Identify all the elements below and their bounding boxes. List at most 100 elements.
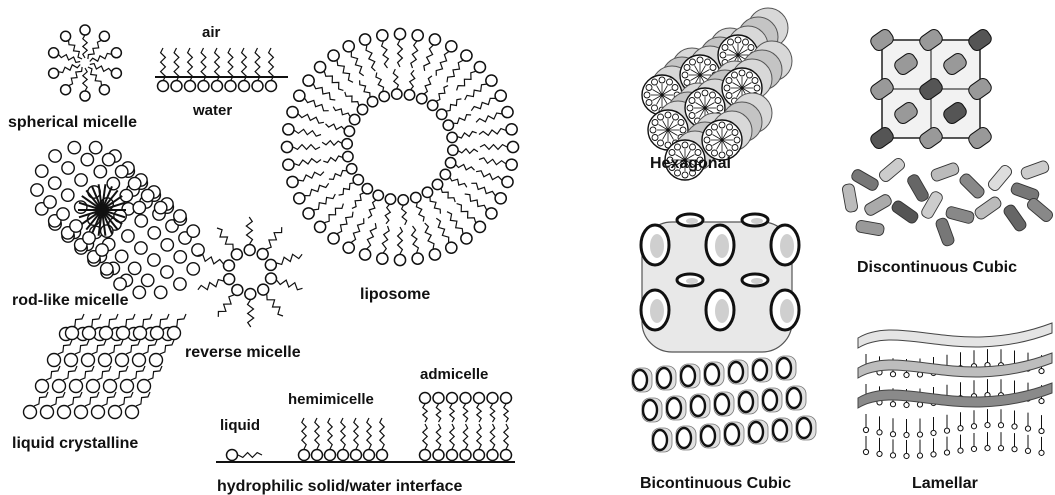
lipid-head xyxy=(474,393,485,404)
lipid-head xyxy=(138,380,151,393)
lipid-head xyxy=(506,124,517,135)
tube-opening xyxy=(677,428,691,448)
lipid-tail xyxy=(453,115,471,124)
lipid-head xyxy=(325,450,336,461)
lipid-head xyxy=(998,446,1003,451)
lipid-head xyxy=(266,273,277,284)
lipid-head xyxy=(985,423,990,428)
label-discontinuous-cubic: Discontinuous Cubic xyxy=(857,259,1017,276)
lipid-tail xyxy=(360,80,370,97)
lipid-tail xyxy=(376,73,384,92)
tube-opening xyxy=(797,418,811,438)
lipid-head xyxy=(448,145,458,155)
lipid-tail xyxy=(477,404,481,422)
lipid-head xyxy=(294,90,305,101)
lipid-head xyxy=(474,61,485,72)
spherical-micelle-drawing xyxy=(49,25,122,101)
lipid-head xyxy=(501,393,512,404)
lipid-tail xyxy=(382,226,389,253)
lipid-head xyxy=(445,158,455,168)
lipid-tail xyxy=(143,340,157,354)
lipid-head xyxy=(904,453,909,458)
lipid-tail xyxy=(368,200,376,218)
liquid-crystalline-drawing xyxy=(24,314,187,419)
lipid-tail xyxy=(85,392,99,406)
lipid-tail xyxy=(351,52,363,76)
lipid-tail xyxy=(109,340,123,354)
lipid-tail xyxy=(83,35,87,58)
lipid-head xyxy=(342,139,352,149)
lipid-tail xyxy=(217,228,233,250)
label-spherical-micelle: spherical micelle xyxy=(8,114,137,131)
lipid-head xyxy=(486,75,497,86)
lipid-head xyxy=(682,142,688,148)
lipid-head xyxy=(1012,424,1017,429)
lipid-tail xyxy=(305,183,329,195)
lipid-tail xyxy=(424,76,432,94)
lipid-tail xyxy=(366,45,375,71)
lipid-head xyxy=(1039,450,1044,455)
lipid-tail xyxy=(329,171,347,180)
lipid-head xyxy=(658,114,664,120)
bilayer-sheet xyxy=(858,353,1052,378)
lipid-head xyxy=(49,150,61,162)
lipid-tail xyxy=(354,418,358,449)
lipid-tail xyxy=(341,418,345,449)
lipid-tail xyxy=(380,418,384,449)
micelle-rod xyxy=(1025,196,1054,223)
tube-opening xyxy=(667,398,681,418)
lipid-head xyxy=(1039,368,1044,373)
lipid-head xyxy=(257,249,268,260)
lipid-tail xyxy=(476,113,502,122)
lipid-head xyxy=(115,250,127,262)
lipid-head xyxy=(650,127,656,133)
tube-opening xyxy=(643,400,657,420)
label-lamellar: Lamellar xyxy=(912,475,978,492)
lipid-head xyxy=(863,449,868,454)
lipid-tail xyxy=(450,424,454,449)
lipid-tail xyxy=(46,366,60,380)
lipid-head xyxy=(739,70,745,76)
lipid-head xyxy=(134,327,147,340)
lipid-head xyxy=(364,450,375,461)
lipid-head xyxy=(198,81,209,92)
label-air: air xyxy=(202,24,221,41)
lipid-tail xyxy=(114,366,128,380)
lipid-head xyxy=(722,45,728,51)
lipid-head xyxy=(502,106,513,117)
lipid-tail xyxy=(412,226,419,253)
lipid-head xyxy=(187,263,199,275)
lipid-head xyxy=(367,96,377,106)
bilayer-sheet xyxy=(858,383,1052,408)
lipid-tail xyxy=(148,366,162,380)
lipid-head xyxy=(715,98,721,104)
lipid-head xyxy=(66,327,79,340)
lipid-tail xyxy=(430,197,440,214)
channel-inner xyxy=(751,278,763,284)
lipid-head xyxy=(24,406,37,419)
lipid-head xyxy=(461,50,472,61)
lipid-head xyxy=(460,393,471,404)
lipid-head xyxy=(1039,428,1044,433)
lipid-head xyxy=(314,221,325,232)
lipid-head xyxy=(287,176,298,187)
bicontinuous-cubic-drawing xyxy=(641,214,799,352)
lipid-tail xyxy=(83,68,87,91)
channel-inner xyxy=(751,218,763,224)
lipid-tail xyxy=(313,194,335,210)
lipid-head xyxy=(99,85,109,95)
lipid-head xyxy=(148,254,160,266)
lipid-head xyxy=(283,124,294,135)
lipid-head xyxy=(94,165,106,177)
lipid-head xyxy=(385,194,395,204)
left-panel: spherical micelle air water liposome rod… xyxy=(8,24,519,495)
lamellar-phase-drawing xyxy=(858,323,1052,459)
tube-opening xyxy=(739,392,753,412)
lipid-head xyxy=(353,175,363,185)
label-interface: hydrophilic solid/water interface xyxy=(217,478,462,495)
lipid-head xyxy=(115,165,127,177)
lipid-tail xyxy=(75,340,89,354)
lipid-head xyxy=(719,122,725,128)
lipid-head xyxy=(174,278,186,290)
lipid-head xyxy=(31,184,43,196)
